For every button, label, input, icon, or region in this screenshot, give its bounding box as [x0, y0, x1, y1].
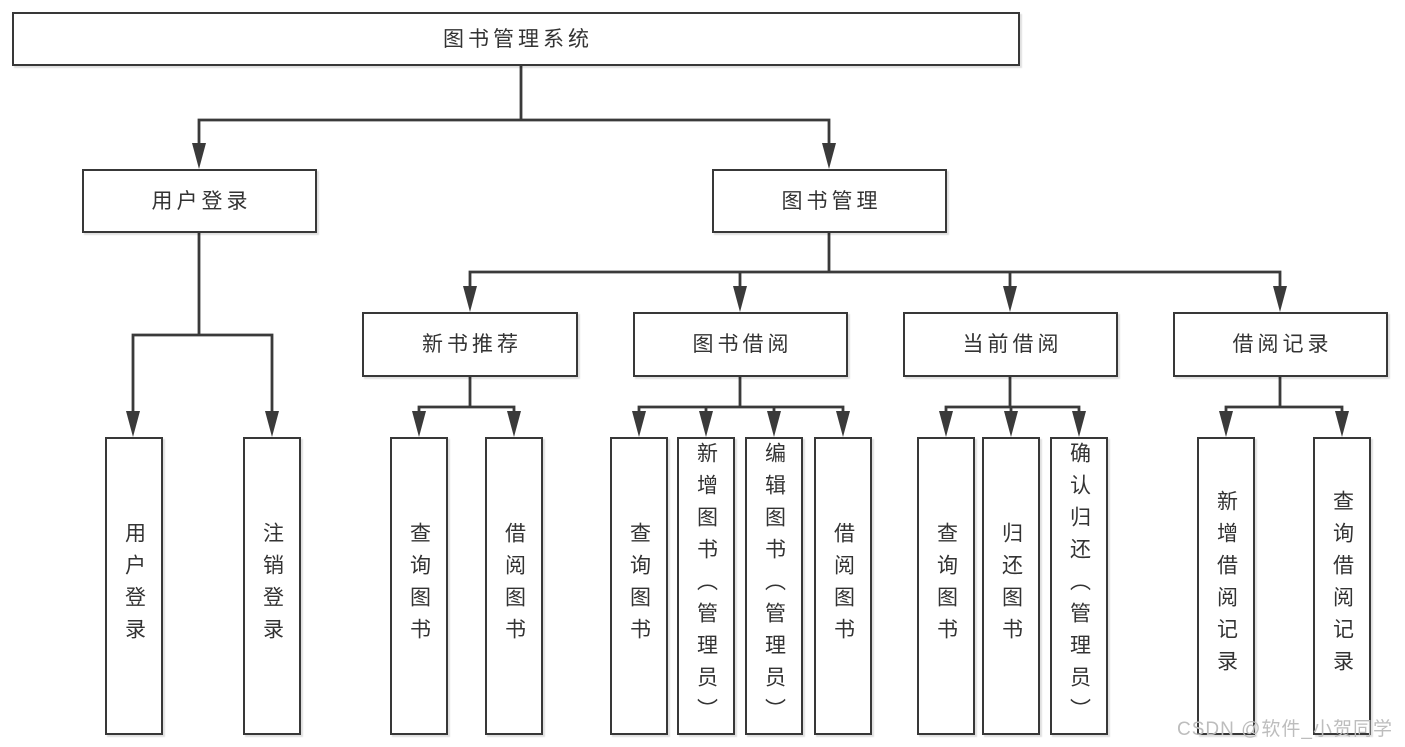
leaf-edit-book-admin: 编辑图书（管理员） — [745, 437, 803, 735]
leaf-confirm-return-admin: 确认归还（管理员） — [1050, 437, 1108, 735]
connector-borrow-records — [1219, 377, 1349, 437]
leaf-logout: 注销登录 — [243, 437, 301, 735]
node-new-book-recommend: 新书推荐 — [362, 312, 578, 377]
node-new-book-recommend-label: 新书推荐 — [422, 333, 522, 356]
connector-root — [192, 66, 836, 169]
leaf-add-borrow-record-label: 新增借阅记录 — [1214, 490, 1238, 682]
connector-current-borrow — [939, 377, 1086, 437]
node-library-system-label: 图书管理系统 — [443, 27, 593, 51]
connector-book-borrow — [632, 377, 850, 437]
connector-user-login — [126, 233, 279, 437]
leaf-query-books-current: 查询图书 — [917, 437, 975, 735]
leaf-add-book-admin-label: 新增图书（管理员） — [694, 442, 718, 730]
leaf-query-borrow-record: 查询借阅记录 — [1313, 437, 1371, 735]
leaf-user-login-label: 用户登录 — [122, 522, 146, 650]
node-book-management-label: 图书管理 — [781, 189, 882, 213]
node-user-login-label: 用户登录 — [151, 189, 252, 213]
leaf-edit-book-admin-label: 编辑图书（管理员） — [762, 442, 786, 730]
leaf-borrow-books-recommend: 借阅图书 — [485, 437, 543, 735]
leaf-borrow-books: 借阅图书 — [814, 437, 872, 735]
leaf-user-login: 用户登录 — [105, 437, 163, 735]
watermark: CSDN @软件_小贺同学 — [1177, 719, 1393, 740]
node-current-borrow-label: 当前借阅 — [962, 333, 1063, 356]
node-book-borrow: 图书借阅 — [633, 312, 848, 377]
leaf-logout-label: 注销登录 — [260, 522, 284, 650]
leaf-add-borrow-record: 新增借阅记录 — [1197, 437, 1255, 735]
connector-book-management — [463, 233, 1287, 312]
leaf-query-borrow-record-label: 查询借阅记录 — [1330, 490, 1354, 682]
leaf-borrow-books-label: 借阅图书 — [831, 522, 855, 650]
node-current-borrow: 当前借阅 — [903, 312, 1118, 377]
node-book-borrow-label: 图书借阅 — [692, 333, 793, 356]
leaf-query-books-borrow: 查询图书 — [610, 437, 668, 735]
leaf-return-book-label: 归还图书 — [999, 522, 1023, 650]
node-library-system: 图书管理系统 — [12, 12, 1020, 66]
leaf-borrow-books-recommend-label: 借阅图书 — [502, 522, 526, 650]
node-user-login: 用户登录 — [82, 169, 317, 233]
leaf-query-books-current-label: 查询图书 — [934, 522, 958, 650]
leaf-return-book: 归还图书 — [982, 437, 1040, 735]
leaf-query-books-recommend: 查询图书 — [390, 437, 448, 735]
leaf-query-books-recommend-label: 查询图书 — [407, 522, 431, 650]
connector-new-book-recommend — [412, 377, 521, 437]
leaf-confirm-return-admin-label: 确认归还（管理员） — [1067, 442, 1091, 730]
leaf-query-books-borrow-label: 查询图书 — [627, 522, 651, 650]
leaf-add-book-admin: 新增图书（管理员） — [677, 437, 735, 735]
node-borrow-records: 借阅记录 — [1173, 312, 1388, 377]
node-book-management: 图书管理 — [712, 169, 947, 233]
node-borrow-records-label: 借阅记录 — [1232, 333, 1333, 356]
